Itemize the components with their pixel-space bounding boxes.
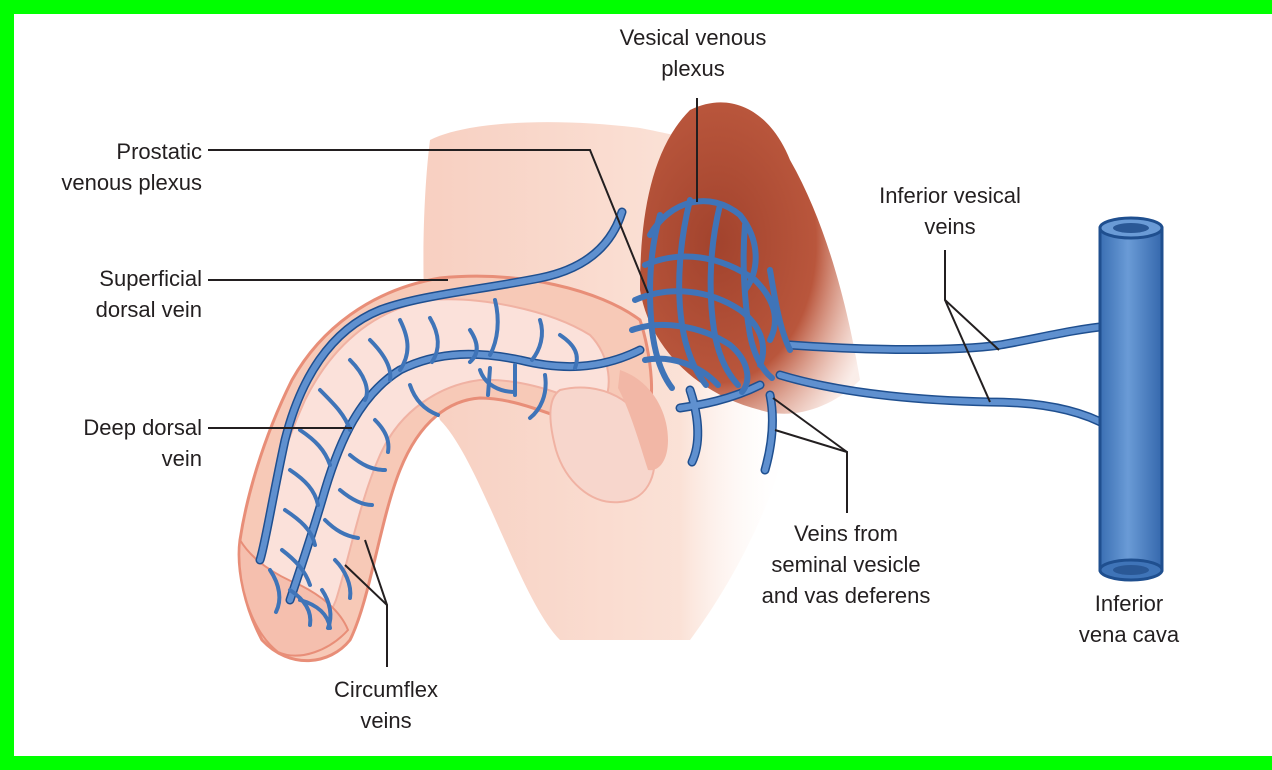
vesical-label-line-2: plexus <box>620 53 767 84</box>
inferior-vena-cava <box>1100 218 1162 580</box>
inferior-vesical-label-line-1: Inferior vesical <box>879 180 1021 211</box>
prostatic-venous-plexus-label: Prostatic venous plexus <box>61 136 202 198</box>
inferior-vena-cava-label: Inferior vena cava <box>1079 588 1179 650</box>
deep-dorsal-vein-label: Deep dorsal vein <box>83 412 202 474</box>
inferior-vesical-veins-label: Inferior vesical veins <box>879 180 1021 242</box>
vesical-label-line-1: Vesical venous <box>620 22 767 53</box>
circumflex-veins-label: Circumflex veins <box>334 674 438 736</box>
seminal-label-line-2: seminal vesicle <box>762 549 931 580</box>
superficial-label-line-2: dorsal vein <box>96 294 202 325</box>
seminal-vesicle-veins-label: Veins from seminal vesicle and vas defer… <box>762 518 931 611</box>
superficial-label-line-1: Superficial <box>96 263 202 294</box>
circumflex-label-line-1: Circumflex <box>334 674 438 705</box>
seminal-label-line-3: and vas deferens <box>762 580 931 611</box>
circumflex-label-line-2: veins <box>334 705 438 736</box>
superficial-dorsal-vein-label: Superficial dorsal vein <box>96 263 202 325</box>
seminal-label-line-1: Veins from <box>762 518 931 549</box>
deep-dorsal-label-line-2: vein <box>83 443 202 474</box>
ivc-label-line-1: Inferior <box>1079 588 1179 619</box>
inferior-vesical-label-line-2: veins <box>879 211 1021 242</box>
vesical-venous-plexus-label: Vesical venous plexus <box>620 22 767 84</box>
ivc-label-line-2: vena cava <box>1079 619 1179 650</box>
prostatic-label-line-1: Prostatic <box>61 136 202 167</box>
deep-dorsal-label-line-1: Deep dorsal <box>83 412 202 443</box>
prostatic-label-line-2: venous plexus <box>61 167 202 198</box>
